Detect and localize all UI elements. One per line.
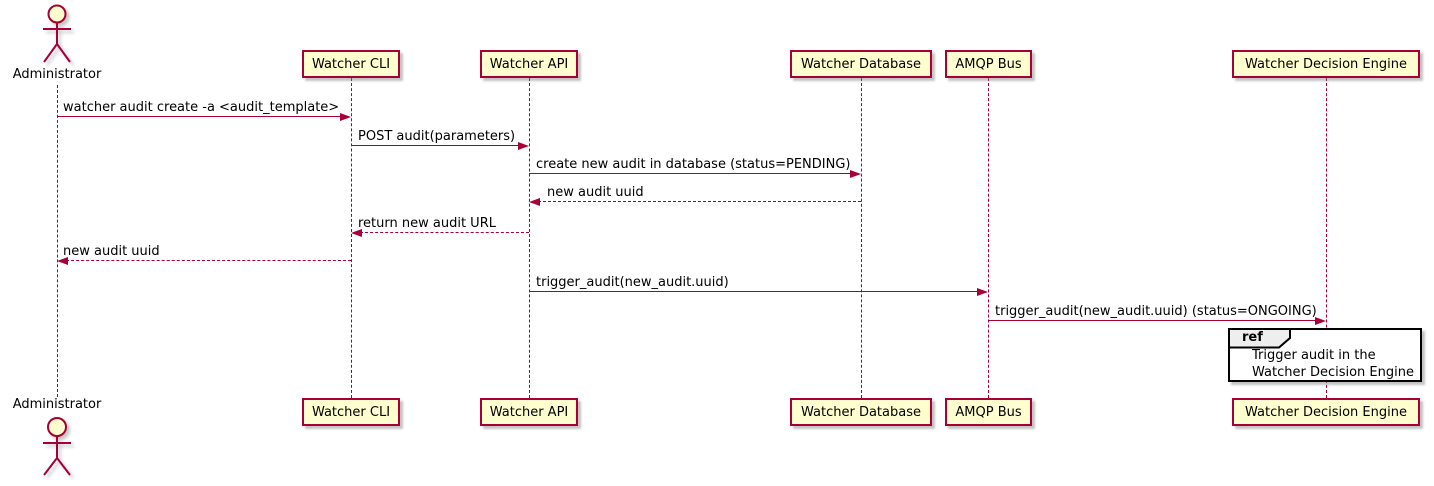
participant-label: Watcher Decision Engine bbox=[1245, 404, 1407, 420]
arrowhead-right-icon bbox=[977, 287, 988, 296]
ref-tab-icon bbox=[1228, 328, 1291, 349]
lifeline-amqp-bus bbox=[988, 78, 989, 398]
participant-box-watcher-database-top: Watcher Database bbox=[790, 50, 932, 78]
message-7-label: trigger_audit(new_audit.uuid) bbox=[536, 275, 729, 290]
lifeline-watcher-database bbox=[861, 78, 862, 398]
participant-label: AMQP Bus bbox=[955, 56, 1022, 72]
participant-box-amqp-bus-top: AMQP Bus bbox=[945, 50, 1032, 78]
administrator-actor-icon bbox=[43, 417, 71, 476]
participant-label: Watcher CLI bbox=[311, 404, 391, 420]
message-1-label: watcher audit create -a <audit_template> bbox=[63, 100, 340, 115]
ref-text-line-2: Watcher Decision Engine bbox=[1252, 365, 1414, 380]
administrator-label-bottom: Administrator bbox=[12, 397, 102, 412]
participant-box-amqp-bus-bottom: AMQP Bus bbox=[945, 398, 1032, 426]
message-5-label: return new audit URL bbox=[358, 216, 496, 231]
participant-box-watcher-decision-engine-bottom: Watcher Decision Engine bbox=[1232, 398, 1420, 426]
message-7-line bbox=[529, 291, 979, 292]
administrator-label-top: Administrator bbox=[12, 67, 102, 82]
message-1-line bbox=[57, 116, 342, 117]
arrowhead-right-icon bbox=[850, 169, 861, 178]
arrowhead-left-icon bbox=[351, 228, 362, 237]
arrowhead-right-icon bbox=[518, 141, 529, 150]
arrowhead-right-icon bbox=[340, 112, 351, 121]
message-5-line bbox=[360, 232, 529, 233]
message-2-line bbox=[351, 145, 521, 146]
lifeline-administrator bbox=[57, 85, 58, 397]
message-4-line bbox=[538, 201, 861, 202]
participant-label: Watcher API bbox=[489, 56, 569, 72]
participant-label: Watcher CLI bbox=[311, 56, 391, 72]
participant-box-watcher-decision-engine-top: Watcher Decision Engine bbox=[1232, 50, 1420, 78]
message-3-line bbox=[529, 173, 852, 174]
message-3-label: create new audit in database (status=PEN… bbox=[536, 157, 851, 172]
message-8-label: trigger_audit(new_audit.uuid) (status=ON… bbox=[995, 304, 1317, 319]
arrowhead-left-icon bbox=[529, 197, 540, 206]
lifeline-watcher-api bbox=[529, 78, 530, 398]
participant-box-watcher-api-bottom: Watcher API bbox=[480, 398, 578, 426]
message-6-label: new audit uuid bbox=[63, 244, 160, 259]
arrowhead-right-icon bbox=[1315, 316, 1326, 325]
lifeline-watcher-decision-engine bbox=[1326, 78, 1327, 398]
ref-fragment: ref Trigger audit in the Watcher Decisio… bbox=[1228, 328, 1422, 382]
lifeline-watcher-cli bbox=[351, 78, 352, 398]
ref-keyword: ref bbox=[1242, 330, 1263, 345]
participant-label: Watcher API bbox=[489, 404, 569, 420]
message-4-label: new audit uuid bbox=[547, 185, 644, 200]
participant-box-watcher-api-top: Watcher API bbox=[480, 50, 578, 78]
participant-label: Watcher Database bbox=[801, 56, 921, 72]
participant-box-watcher-cli-top: Watcher CLI bbox=[302, 50, 400, 78]
participant-label: AMQP Bus bbox=[955, 404, 1022, 420]
message-8-line bbox=[988, 320, 1317, 321]
arrowhead-left-icon bbox=[57, 256, 68, 265]
message-2-label: POST audit(parameters) bbox=[358, 129, 516, 144]
administrator-actor-icon bbox=[43, 4, 71, 63]
ref-text: Trigger audit in the Watcher Decision En… bbox=[1252, 347, 1414, 381]
ref-text-line-1: Trigger audit in the bbox=[1252, 348, 1376, 363]
participant-label: Watcher Database bbox=[801, 404, 921, 420]
participant-box-watcher-database-bottom: Watcher Database bbox=[790, 398, 932, 426]
participant-box-watcher-cli-bottom: Watcher CLI bbox=[302, 398, 400, 426]
participant-label: Watcher Decision Engine bbox=[1245, 56, 1407, 72]
message-6-line bbox=[66, 260, 351, 261]
